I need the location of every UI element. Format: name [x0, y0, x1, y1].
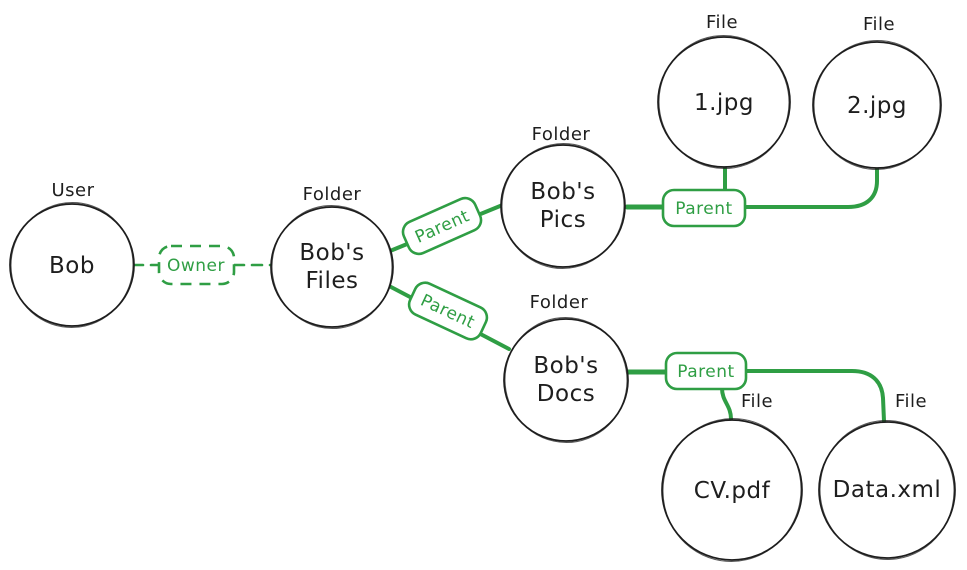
edge-owner-badge — [157, 244, 236, 286]
edge-parent-docs-to-cvpdf — [720, 386, 733, 421]
edge-owner-bob-files: Owner — [131, 244, 274, 286]
node-bobs-docs-circle — [503, 318, 629, 442]
node-bobs-pics-label-line2: Pics — [540, 207, 586, 233]
edge-parent-files-pics-badge — [401, 196, 483, 256]
node-file-1-jpg: File 1.jpg — [657, 12, 791, 170]
edge-parent-docs-children: Parent — [624, 351, 886, 423]
node-bobs-pics-circle-sketch — [501, 142, 625, 270]
node-bobs-files-type-label: Folder — [303, 184, 362, 205]
edge-parent-pics-to-2jpg — [743, 167, 879, 209]
node-file-cv-pdf-circle — [661, 419, 803, 561]
node-file-data-xml-type-label: File — [895, 391, 927, 412]
node-bobs-docs-circle-sketch — [504, 316, 628, 444]
node-bob-type-label: User — [51, 180, 94, 201]
node-file-cv-pdf: File CV.pdf — [661, 391, 803, 562]
node-bob-label: Bob — [49, 253, 95, 279]
node-file-cv-pdf-circle-sketch — [662, 418, 802, 562]
node-file-1-jpg-label: 1.jpg — [694, 90, 754, 116]
node-file-cv-pdf-label: CV.pdf — [694, 478, 771, 504]
node-bobs-docs: Folder Bob's Docs — [503, 292, 629, 444]
node-bobs-docs-label-line1: Bob's — [533, 353, 598, 379]
node-bob: User Bob — [9, 180, 135, 329]
node-bobs-files: Folder Bob's Files — [270, 184, 394, 330]
node-bobs-docs-label-line2: Docs — [537, 381, 595, 407]
node-file-1-jpg-circle-sketch — [658, 34, 790, 170]
edge-parent-docs-badge — [664, 351, 748, 391]
node-bobs-files-label-line1: Bob's — [299, 240, 364, 266]
edge-parent-files-pics: Parent — [388, 196, 507, 256]
edge-parent-pics-badge — [661, 188, 747, 228]
node-bob-circle — [9, 203, 135, 327]
node-file-1-jpg-circle — [657, 36, 791, 168]
node-file-2-jpg-label: 2.jpg — [847, 93, 907, 119]
node-bobs-pics-label-line1: Bob's — [530, 179, 595, 205]
node-file-2-jpg-circle — [812, 41, 942, 169]
edge-parent-files-docs: Parent — [389, 281, 511, 351]
node-bobs-docs-type-label: Folder — [530, 292, 589, 313]
node-file-1-jpg-type-label: File — [706, 12, 738, 33]
node-bobs-pics-type-label: Folder — [532, 124, 591, 145]
node-file-data-xml: File Data.xml — [818, 391, 956, 561]
node-bobs-files-label-line2: Files — [306, 268, 359, 294]
node-file-data-xml-label: Data.xml — [833, 477, 942, 503]
node-file-data-xml-circle-sketch — [819, 419, 955, 561]
node-file-2-jpg-type-label: File — [863, 14, 895, 35]
edge-parent-pics-label: Parent — [675, 199, 732, 219]
edge-parent-files-docs-badge — [407, 281, 489, 341]
node-bobs-files-circle-sketch — [271, 204, 393, 330]
edge-parent-pics-children: Parent — [624, 166, 879, 228]
node-file-2-jpg: File 2.jpg — [812, 14, 942, 171]
node-bobs-pics: Folder Bob's Pics — [500, 124, 626, 270]
node-file-2-jpg-circle-sketch — [813, 39, 941, 171]
node-bob-circle-sketch — [10, 201, 134, 329]
node-bobs-pics-circle — [500, 144, 626, 268]
node-file-cv-pdf-type-label: File — [741, 391, 773, 412]
edge-parent-docs-to-dataxml — [744, 369, 886, 423]
node-file-data-xml-circle — [818, 421, 956, 559]
edge-parent-docs-label: Parent — [677, 362, 734, 382]
node-bobs-files-circle — [270, 206, 394, 328]
edge-owner-label: Owner — [167, 256, 225, 276]
